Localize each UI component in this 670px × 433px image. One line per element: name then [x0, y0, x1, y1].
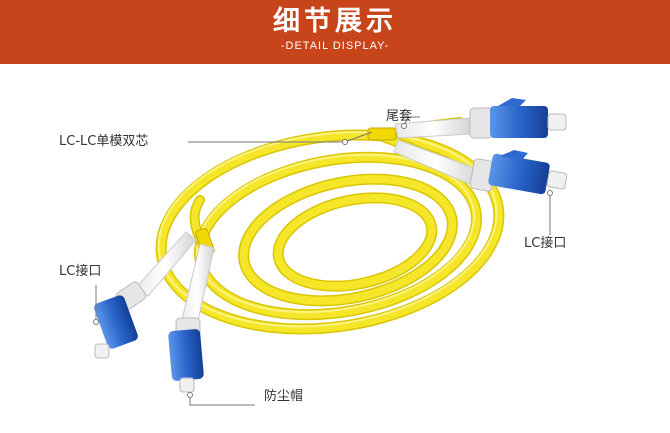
lc-connector-upper-right-1: [394, 98, 567, 139]
header-banner: 细节展示 -DETAIL DISPLAY-: [0, 0, 670, 64]
label-connector-right: LC接口: [524, 236, 567, 251]
header-subtitle: -DETAIL DISPLAY-: [280, 40, 390, 52]
label-cable-type: LC-LC单模双芯: [59, 134, 149, 149]
lc-connector-lower-left-2: [168, 243, 215, 393]
header-title: 细节展示: [273, 6, 397, 37]
lc-connector-upper-right-2: [393, 139, 568, 195]
leader-boot: [403, 116, 420, 127]
fiber-patch-cable-photo: [93, 98, 568, 406]
splitter-clip-top: [367, 127, 397, 141]
leader-lines: [93, 116, 553, 406]
label-dust-cap: 防尘帽: [264, 389, 304, 404]
label-boot: 尾套: [386, 109, 413, 124]
label-connector-left: LC接口: [59, 264, 102, 279]
leader-dust-cap: [189, 395, 255, 406]
lc-connector-lower-left-1: [94, 231, 197, 359]
